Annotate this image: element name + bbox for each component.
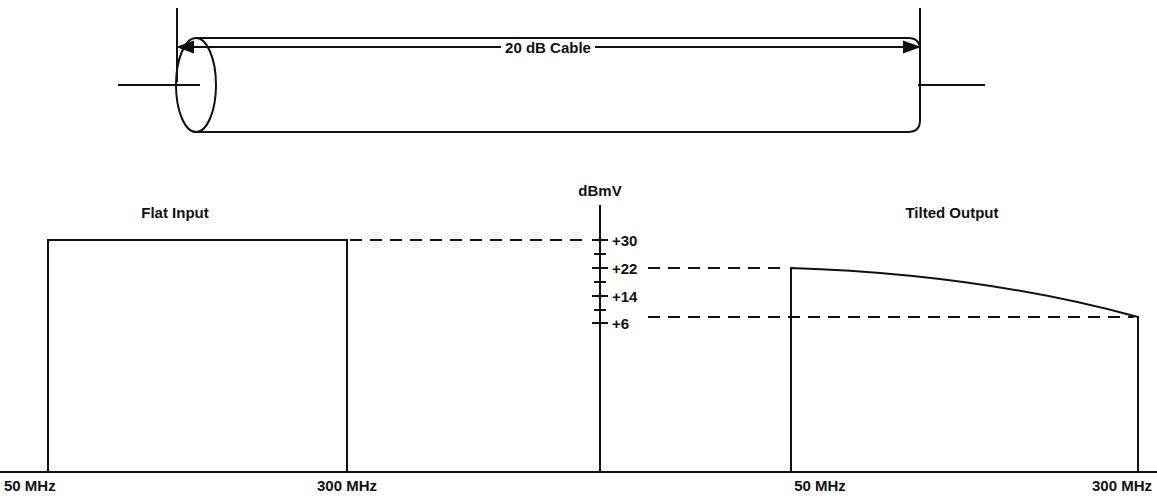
axis-unit: dBmV xyxy=(578,183,621,198)
cable-body xyxy=(196,38,920,132)
tilted-spectrum xyxy=(791,268,1138,472)
axis-tick-label: +22 xyxy=(612,261,637,276)
dashed-guide xyxy=(648,316,1134,318)
wire xyxy=(118,84,200,86)
axis-tick-label: +30 xyxy=(612,233,637,248)
panel-title: Tilted Output xyxy=(905,205,998,220)
dimension-label: 20 dB Cable xyxy=(501,40,595,55)
arrowhead xyxy=(904,42,918,52)
cable-end xyxy=(176,38,216,132)
dashed-guide xyxy=(648,267,788,269)
level-axis xyxy=(599,205,601,472)
baseline xyxy=(0,471,1157,473)
axis-tick-label: +6 xyxy=(612,316,629,331)
frequency-label: 300 MHz xyxy=(1092,478,1152,493)
frequency-label: 50 MHz xyxy=(4,478,56,493)
dashed-guide xyxy=(350,239,588,241)
panel-title: Flat Input xyxy=(141,205,209,220)
axis-tick-label: +14 xyxy=(612,289,637,304)
flat-spectrum xyxy=(48,240,347,472)
wire xyxy=(918,84,985,86)
frequency-label: 300 MHz xyxy=(317,478,377,493)
frequency-label: 50 MHz xyxy=(794,478,846,493)
